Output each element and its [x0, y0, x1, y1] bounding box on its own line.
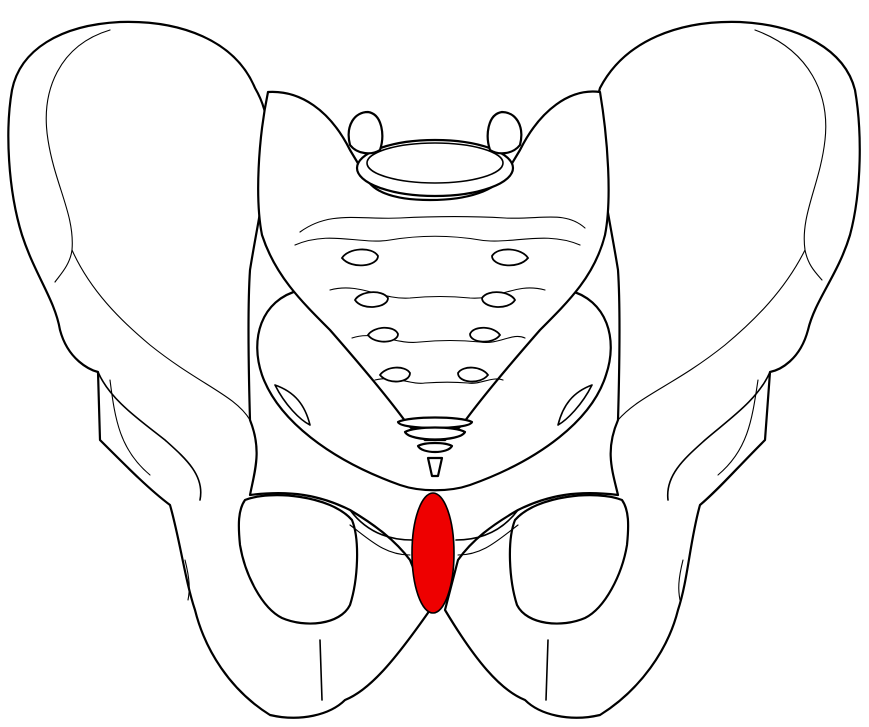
right-obturator-foramen — [237, 494, 359, 625]
coccyx — [396, 416, 474, 478]
s1-vertebral-body — [355, 138, 515, 198]
left-superior-pubic-ramus — [455, 509, 519, 541]
foramen-r3 — [366, 326, 399, 343]
left-ilium-lower-line — [717, 379, 759, 476]
foramen-r1 — [340, 248, 379, 267]
left-acetabulum-rim — [557, 384, 593, 426]
left-inferior-pubic-ramus — [545, 639, 549, 701]
right-pectineal-line — [349, 524, 411, 556]
sacral-ridge-1 — [294, 235, 581, 246]
left-ischium-line — [678, 559, 684, 601]
right-acetabulum-rim — [274, 384, 311, 426]
foramen-r2 — [353, 291, 389, 308]
left-superior-articular-process — [486, 110, 523, 155]
left-iliac-fossa-line — [754, 29, 827, 281]
right-inferior-pubic-ramus — [319, 639, 323, 701]
right-iliac-fossa-line — [45, 29, 111, 283]
coccyx-segment-1 — [396, 416, 474, 430]
sacral-ridge-2 — [329, 287, 546, 299]
foramen-l1 — [491, 248, 530, 267]
sacrum — [257, 90, 610, 442]
right-superior-articular-process — [347, 110, 384, 155]
foramen-r4 — [378, 366, 411, 383]
sacral-upper-curve — [299, 215, 586, 233]
right-ala-line — [71, 249, 251, 421]
right-ilium-lower-line — [109, 379, 151, 476]
left-pectineal-line — [457, 524, 519, 556]
coccyx-segment-2 — [403, 426, 467, 441]
right-superior-pubic-ramus — [349, 509, 413, 541]
pubic-symphysis-highlight — [411, 492, 455, 614]
foramen-l4 — [457, 366, 490, 383]
left-obturator-foramen — [508, 494, 630, 625]
sacral-foramina — [340, 248, 530, 383]
s1-body-inner-rim — [366, 142, 504, 184]
foramen-l3 — [469, 326, 502, 343]
right-ischium-line — [184, 559, 190, 601]
coccyx-segment-3 — [416, 441, 454, 454]
foramen-l2 — [481, 291, 517, 308]
coccyx-tip — [426, 456, 444, 478]
left-ala-line — [617, 249, 806, 421]
